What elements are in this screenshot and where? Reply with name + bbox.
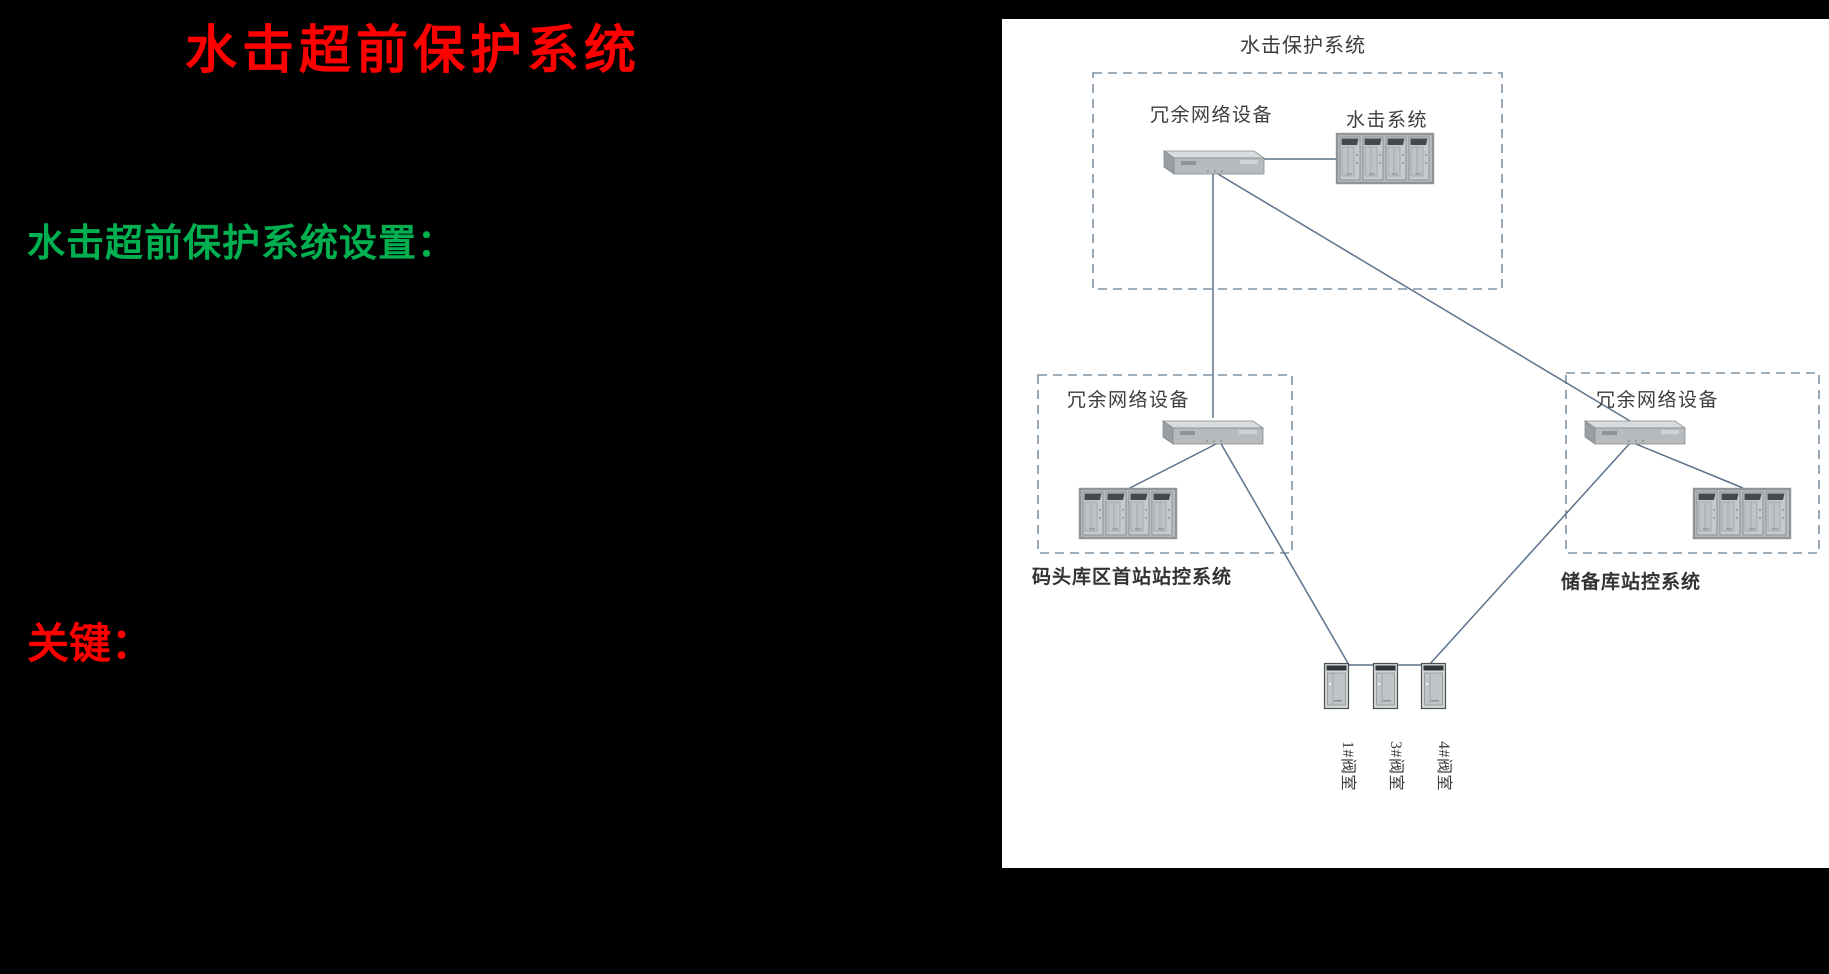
slide-title: 水击超前保护系统 xyxy=(185,22,642,80)
diagram-panel: 水击保护系统 冗余网络设备 水击系统 冗余网络设备 码头库区首站站控系统 冗余网… xyxy=(1002,19,1829,868)
right-switch-label: 冗余网络设备 xyxy=(1596,390,1720,411)
valve-room-label-1: 1#阀室 xyxy=(1339,741,1356,792)
section-heading: 水击超前保护系统设置： xyxy=(27,223,457,265)
right-group-border xyxy=(1565,372,1820,554)
valve-room-label-3: 3#阀室 xyxy=(1387,741,1404,792)
link-switch3-valves xyxy=(1428,441,1632,666)
left-group-border xyxy=(1037,374,1293,554)
network-diagram-canvas xyxy=(1037,72,1820,710)
server-rack-icon xyxy=(1692,487,1792,540)
right-group-caption: 储备库站控系统 xyxy=(1561,572,1702,593)
valve-rtu-icon xyxy=(1372,662,1399,710)
key-heading: 关键： xyxy=(27,622,154,668)
top-group-border xyxy=(1092,72,1503,290)
server-rack-icon xyxy=(1078,487,1178,540)
valve-rtu-icon xyxy=(1323,662,1350,710)
left-group-caption: 码头库区首站站控系统 xyxy=(1032,567,1233,588)
top-rack-label: 水击系统 xyxy=(1346,110,1429,131)
link-switch3-rack3 xyxy=(1630,441,1744,489)
link-switch2-valves xyxy=(1219,441,1350,666)
diagram-title: 水击保护系统 xyxy=(1240,35,1366,57)
dashed-group-borders xyxy=(1037,72,1820,554)
link-switch1-switch3 xyxy=(1212,170,1631,422)
server-rack-icon xyxy=(1335,132,1435,185)
valve-rtu-icon xyxy=(1420,662,1447,710)
top-switch-label: 冗余网络设备 xyxy=(1150,105,1274,126)
connection-lines xyxy=(1125,158,1744,666)
link-switch2-rack2 xyxy=(1125,441,1221,491)
network-switch-icon xyxy=(1161,420,1265,445)
valve-room-label-4: 4#阀室 xyxy=(1435,741,1452,792)
network-switch-icon xyxy=(1162,150,1266,175)
left-switch-label: 冗余网络设备 xyxy=(1067,390,1191,411)
network-switch-icon xyxy=(1583,420,1687,445)
